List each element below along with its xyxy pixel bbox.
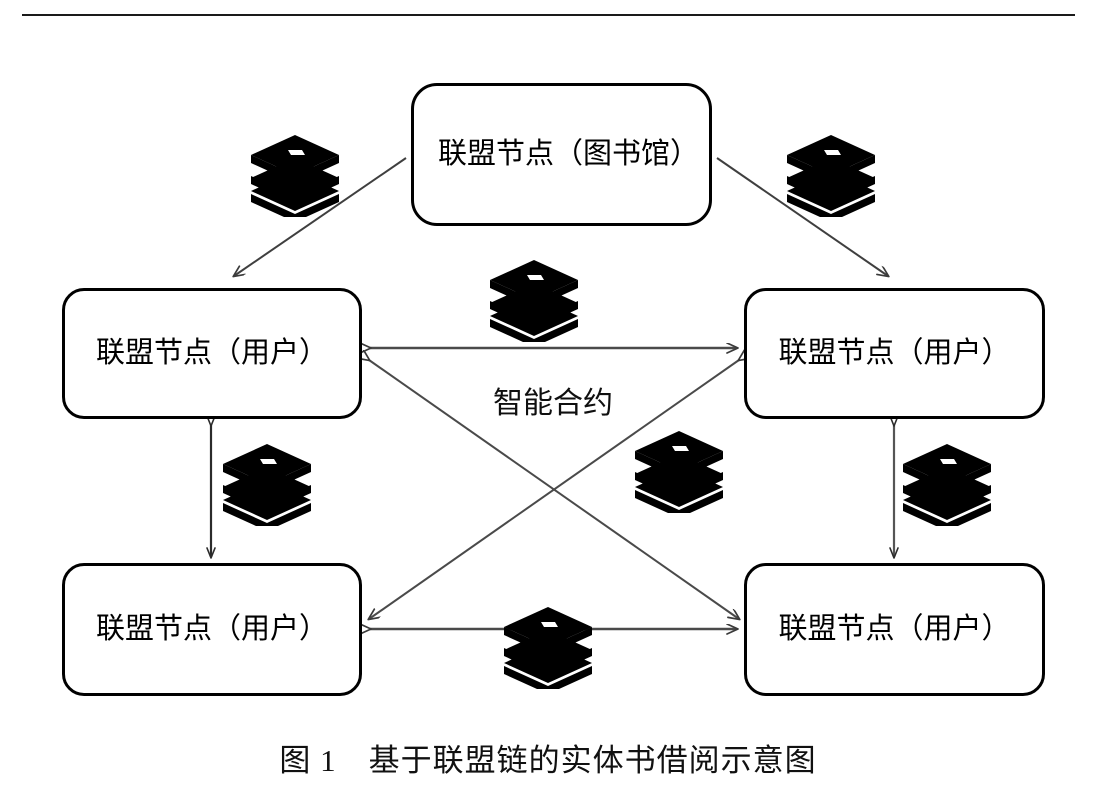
book-stack-icon — [899, 440, 995, 526]
book-stack-icon — [783, 131, 879, 217]
node-alliance-library[interactable]: 联盟节点（图书馆） — [411, 83, 712, 226]
node-label: 联盟节点（用户） — [95, 612, 328, 645]
node-label: 联盟节点（用户） — [778, 612, 1011, 645]
connection-user-right-top-user-left-bot — [369, 360, 739, 619]
figure-caption: 图 1 基于联盟链的实体书借阅示意图 — [279, 743, 817, 778]
node-alliance-user-right-bottom[interactable]: 联盟节点（用户） — [744, 563, 1045, 696]
book-stack-icon — [247, 131, 343, 217]
book-stack-icon — [631, 427, 727, 513]
smart-contract-label: 智能合约 — [493, 387, 613, 420]
node-label: 联盟节点（图书馆） — [438, 137, 700, 170]
node-label: 联盟节点（用户） — [95, 336, 328, 369]
book-stack-icon — [500, 603, 596, 689]
node-alliance-user-left-top[interactable]: 联盟节点（用户） — [62, 288, 362, 419]
book-stack-icon — [219, 440, 315, 526]
connection-library-to-user-left-top — [234, 157, 407, 276]
node-alliance-user-right-top[interactable]: 联盟节点（用户） — [744, 288, 1045, 419]
top-horizontal-rule — [22, 14, 1075, 16]
connection-library-to-user-right-top — [716, 157, 888, 276]
book-stack-icon — [486, 256, 582, 342]
node-label: 联盟节点（用户） — [778, 336, 1011, 369]
node-alliance-user-left-bottom[interactable]: 联盟节点（用户） — [62, 563, 362, 696]
